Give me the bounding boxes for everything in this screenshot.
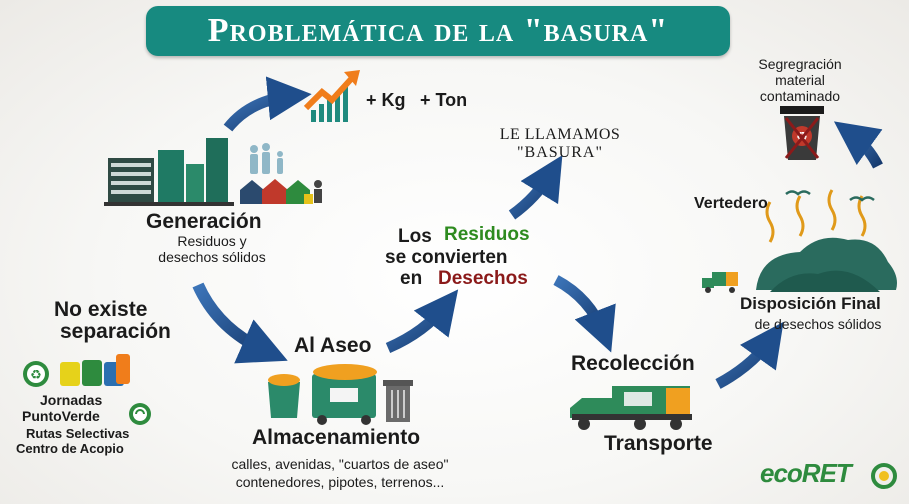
small-truck-icon [702,272,738,293]
conversion-los: Los [398,226,432,247]
conversion-residuos: Residuos [444,224,530,245]
naming-line1: LE LLAMAMOS [499,126,621,143]
storage-line1: calles, avenidas, "cuartos de aseo" [231,456,449,472]
arrow-landfill-to-segregation [833,121,883,169]
page-title: Problemática de la "basura" [207,12,669,49]
segregation-line1: Segregración [758,56,842,72]
storage-line2: contenedores, pipotes, terrenos... [235,474,445,490]
arrow-conversion-to-naming [508,155,563,220]
final-disposal-sub: de desechos sólidos [754,316,882,332]
city-icon [104,138,234,206]
conversion-desechos: Desechos [438,268,528,289]
collection-title: Recolección [571,352,695,375]
family-houses-icon [240,143,322,204]
storage-top-label: Al Aseo [294,334,372,357]
transport-label: Transporte [604,432,713,455]
green-jornadas: Jornadas [40,392,103,408]
recycling-bins-icon: ♻ [23,354,130,387]
arrow-generation-to-growth [223,76,312,132]
segregation-line2: material [775,72,825,88]
landfill-label: Vertedero [694,195,768,212]
svg-text:♻: ♻ [30,368,42,383]
conversion-en: en [400,268,423,289]
landfill-icon [756,189,897,292]
contaminated-bin-icon: ♻ [780,106,824,160]
ton-label: + Ton [420,90,468,110]
generation-title: Generación [146,210,262,233]
segregation-line3: contaminado [759,88,841,104]
punto-verde-icon [129,403,151,425]
storage-title: Almacenamiento [252,426,421,449]
arrow-storage-to-conversion [385,289,459,354]
generation-line1: Residuos y [177,233,247,249]
arrow-transport-to-landfill [715,321,784,389]
storage-containers-icon [268,364,413,425]
ecoret-recycle-icon [871,463,897,489]
naming-line2: "BASURA" [517,144,603,161]
green-rutas: Rutas Selectivas [26,426,130,441]
green-acopio: Centro de Acopio [16,441,124,456]
generation-line2: desechos sólidos [158,249,266,265]
conversion-line2: se convierten [385,247,508,268]
separation-line2: separación [60,320,171,343]
separation-line1: No existe [54,298,148,321]
arrow-generation-to-storage [192,282,288,364]
arrow-conversion-to-collection [553,275,616,353]
final-disposal-title: Disposición Final [740,294,881,313]
title-banner: Problemática de la "basura" [146,6,730,56]
ecoret-logo: ecoRET [760,458,852,488]
garbage-truck-icon [570,386,692,430]
kg-label: + Kg [366,90,406,110]
growth-chart-icon [303,70,360,122]
green-puntoverde: PuntoVerde [22,408,100,424]
